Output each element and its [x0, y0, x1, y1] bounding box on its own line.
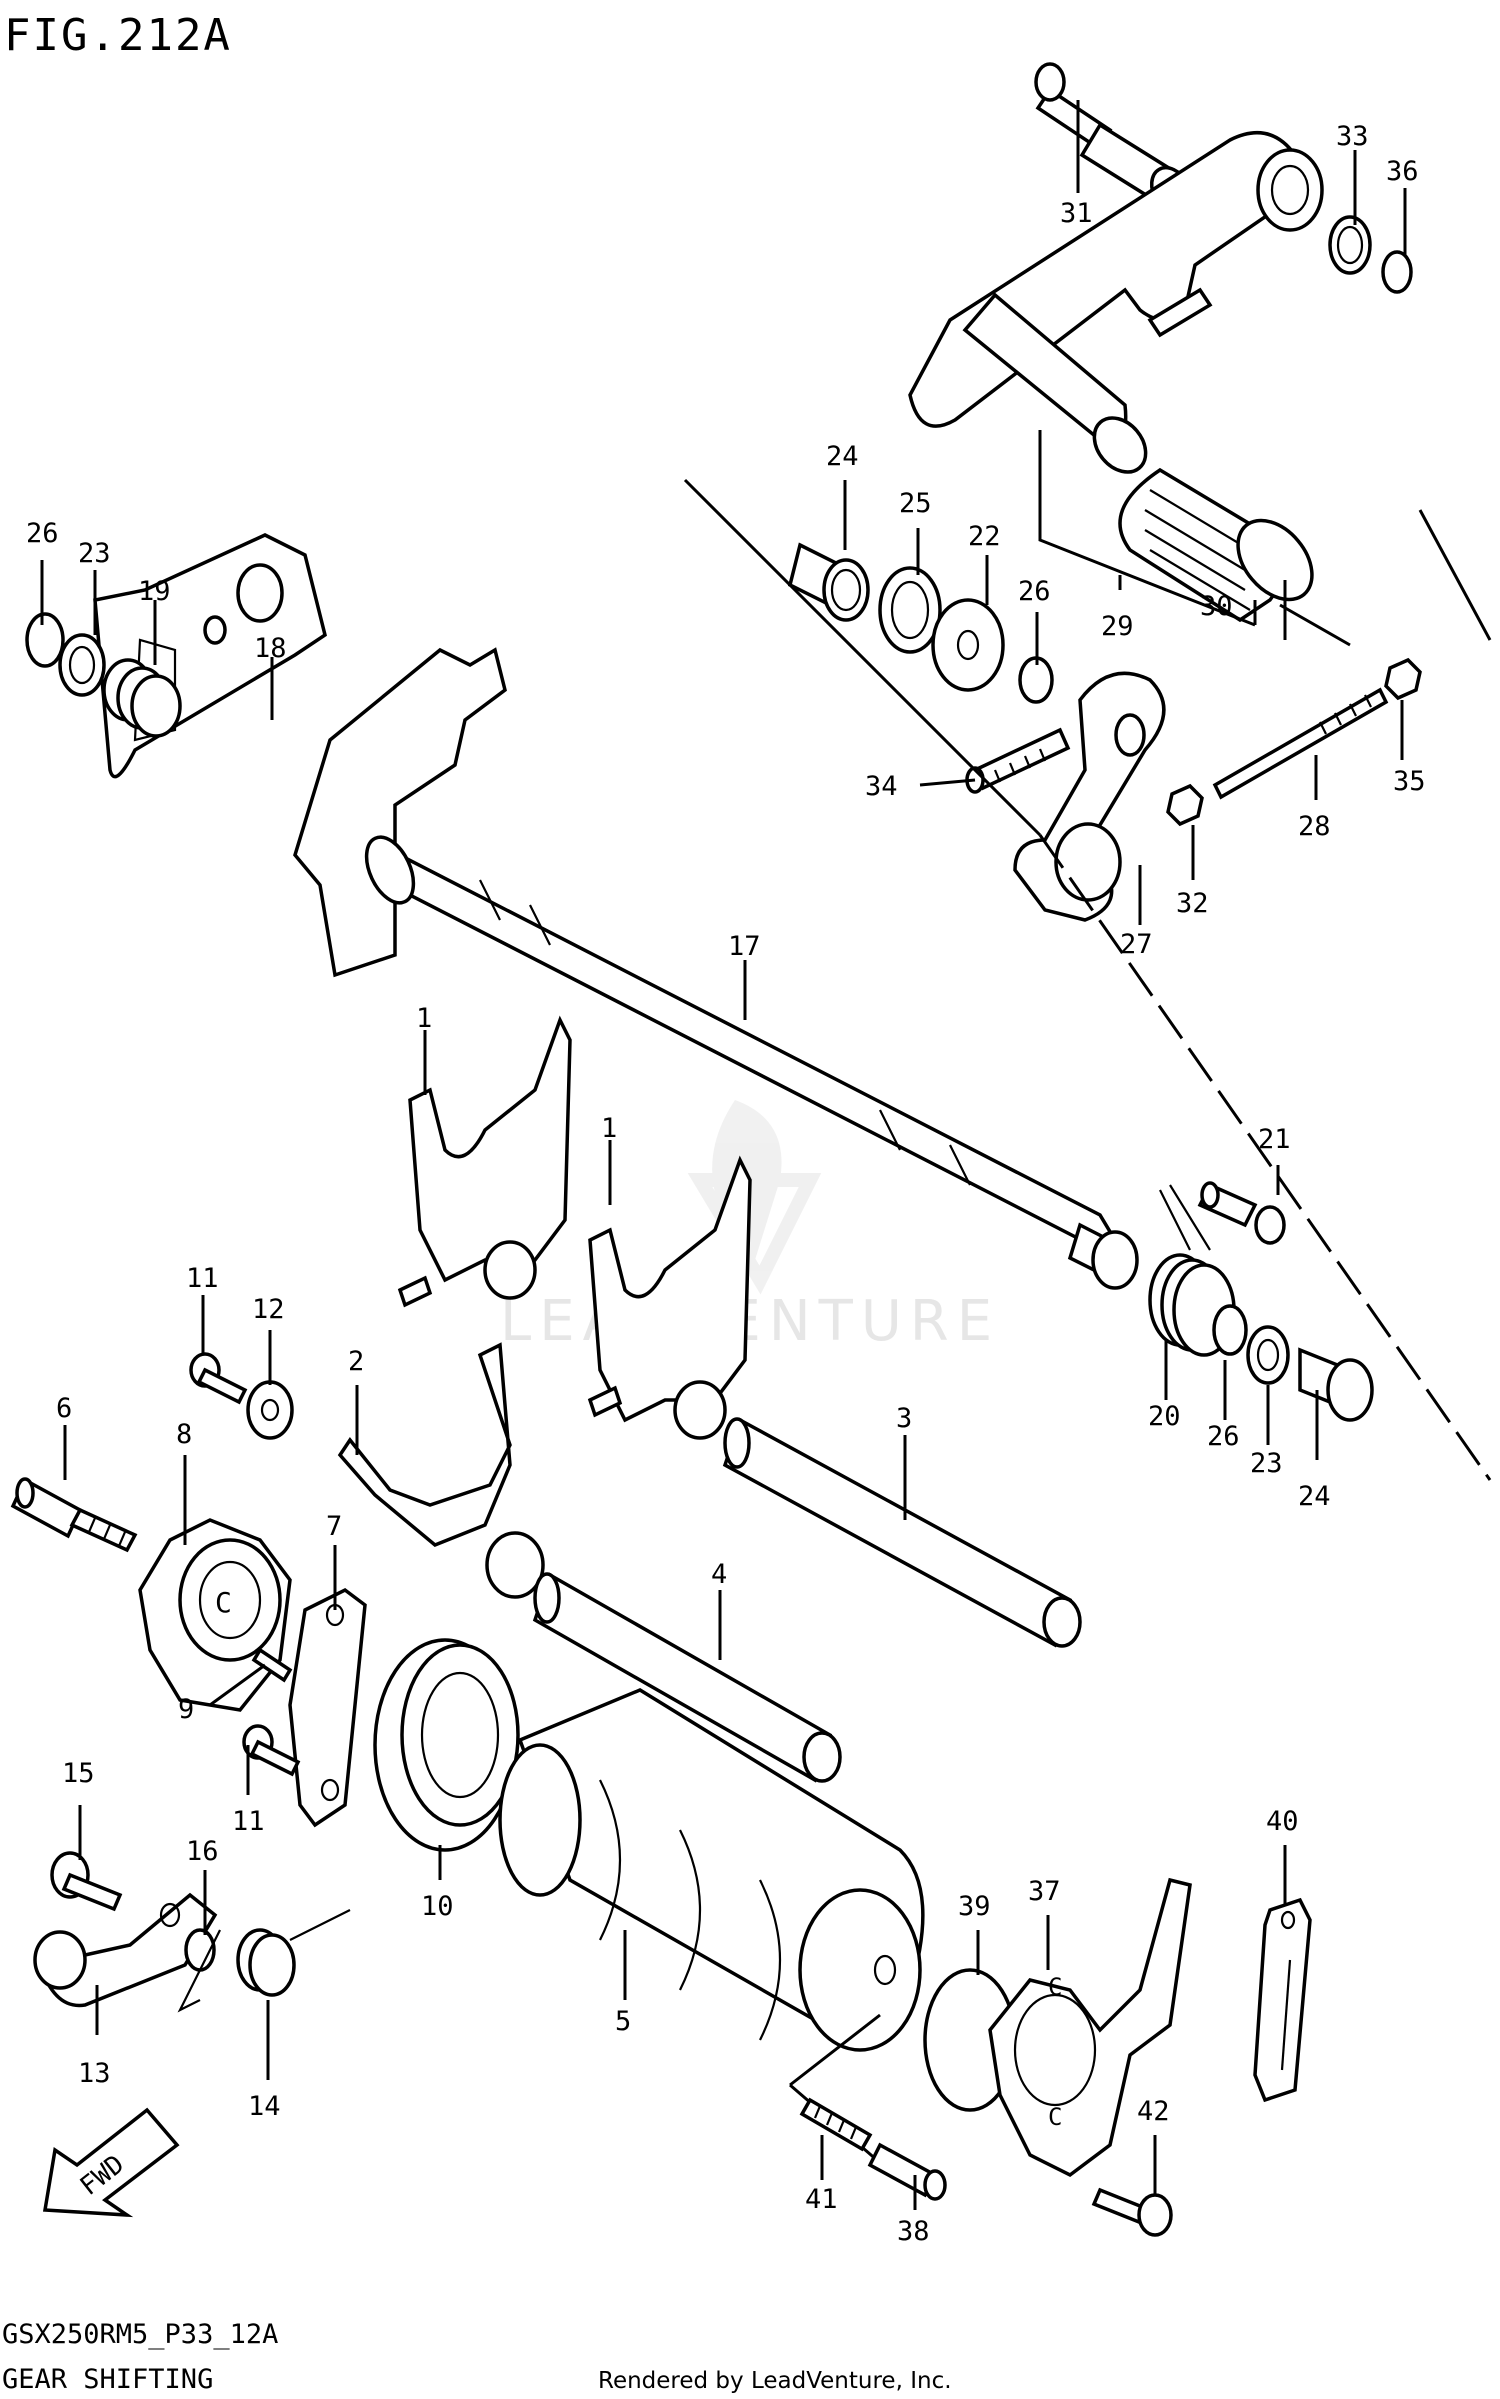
callout-36: 36 [1386, 156, 1419, 187]
svg-text:C: C [1048, 1973, 1062, 2001]
callout-26: 26 [1018, 576, 1051, 607]
bolt-11a [189, 1352, 248, 1405]
circlip-36 [1381, 250, 1413, 294]
spring-14 [177, 1909, 351, 2013]
figure-title: FIG.212A [4, 10, 232, 61]
spring-19 [102, 658, 182, 738]
bushing-24b [1298, 1347, 1374, 1422]
callout-31: 31 [1060, 198, 1093, 229]
circlip-26 [25, 612, 65, 668]
callout-4: 4 [711, 1559, 727, 1590]
callout-21: 21 [1258, 1124, 1291, 1155]
callout-1a: 1 [416, 1003, 432, 1034]
washer-23 [58, 633, 106, 697]
leader-lines [40, 100, 1407, 2210]
bolt-15 [50, 1851, 123, 1912]
callout-20: 20 [1148, 1401, 1181, 1432]
callout-19: 19 [138, 576, 171, 607]
callout-40: 40 [1266, 1806, 1299, 1837]
callout-16: 16 [186, 1836, 219, 1867]
clamp-40 [1253, 1897, 1312, 2103]
pin-21 [1197, 1181, 1286, 1245]
callout-3: 3 [896, 1403, 912, 1434]
washer-12 [246, 1380, 294, 1440]
model-code: GSX250RM5_P33_12A [2, 2319, 278, 2350]
bolt-11b [242, 1724, 301, 1777]
callout-6: 6 [56, 1393, 72, 1424]
callout-25: 25 [899, 488, 932, 519]
callout-24: 24 [826, 441, 859, 472]
callout-14: 14 [248, 2091, 281, 2122]
svg-text:C: C [1048, 2103, 1062, 2131]
bearing-10 [373, 1638, 520, 1852]
callout-34: 34 [865, 771, 898, 802]
fwd-arrow-icon: FWD [42, 2107, 180, 2218]
callout-38: 38 [897, 2216, 930, 2247]
washer-23b [1246, 1325, 1290, 1385]
callout-8: 8 [176, 1419, 192, 1450]
callout-27: 27 [1120, 929, 1153, 960]
shift-fork-1b [587, 1155, 752, 1440]
callout-22: 22 [968, 521, 1001, 552]
washer-33 [1328, 215, 1372, 275]
section-name: GEAR SHIFTING [2, 2364, 213, 2395]
gear-position-sensor-37: C C [988, 1877, 1192, 2178]
callout-30: 30 [1200, 591, 1233, 622]
shift-pedal-assembly [908, 62, 1324, 623]
gearshift-shaft-17 [293, 647, 1139, 1290]
callout-labels: 31 33 36 24 25 22 26 29 30 34 28 35 32 2… [26, 121, 1426, 2247]
render-credit: Rendered by LeadVenture, Inc. [598, 2368, 952, 2394]
pin-38 [867, 2142, 947, 2201]
callout-42: 42 [1137, 2096, 1170, 2127]
shift-fork-2 [337, 1342, 545, 1599]
callout-26-left: 26 [26, 518, 59, 549]
stopper-bolt-6 [10, 1477, 138, 1553]
shift-fork-1a [397, 1015, 572, 1308]
callout-12: 12 [252, 1294, 285, 1325]
callout-26-right: 26 [1207, 1421, 1240, 1452]
callout-29: 29 [1101, 611, 1134, 642]
bracket-18 [93, 533, 327, 779]
spring-41 [799, 2097, 873, 2152]
callout-15: 15 [62, 1758, 95, 1789]
callout-5: 5 [615, 2006, 631, 2037]
gearshift-cam-5 [498, 1688, 925, 2052]
callout-32: 32 [1176, 888, 1209, 919]
callout-23-right: 23 [1250, 1448, 1283, 1479]
callout-18: 18 [254, 633, 287, 664]
callout-39: 39 [958, 1891, 991, 1922]
callout-41: 41 [805, 2184, 838, 2215]
callout-11a: 11 [186, 1263, 219, 1294]
stopper-arm-13 [33, 1892, 218, 2008]
callout-17: 17 [728, 931, 761, 962]
callout-33: 33 [1336, 121, 1369, 152]
svg-text:C: C [215, 1586, 232, 1619]
callout-37: 37 [1028, 1876, 1061, 1907]
callout-7: 7 [326, 1511, 342, 1542]
callout-2: 2 [348, 1346, 364, 1377]
watermark-text: LEADVENTURE [500, 1289, 1000, 1354]
callout-11b: 11 [232, 1806, 265, 1837]
fork-shaft-3 [722, 1417, 1082, 1648]
cam-driven-gear-8: C [138, 1518, 292, 1712]
fork-shaft-4 [532, 1572, 842, 1783]
pin-9 [251, 1647, 293, 1683]
shift-link-assembly [965, 657, 1422, 922]
pedal-bushings [787, 542, 1054, 704]
callout-10: 10 [421, 1891, 454, 1922]
callout-28: 28 [1298, 811, 1331, 842]
callout-24-right: 24 [1298, 1481, 1331, 1512]
circlip-26c [1212, 1304, 1248, 1356]
callout-23-left: 23 [78, 538, 111, 569]
cam-stopper-plate-7 [288, 1587, 367, 1828]
callout-13: 13 [78, 2058, 111, 2089]
bolt-42 [1091, 2187, 1173, 2237]
callout-1b: 1 [601, 1113, 617, 1144]
callout-35: 35 [1393, 766, 1426, 797]
callout-9: 9 [178, 1694, 194, 1725]
